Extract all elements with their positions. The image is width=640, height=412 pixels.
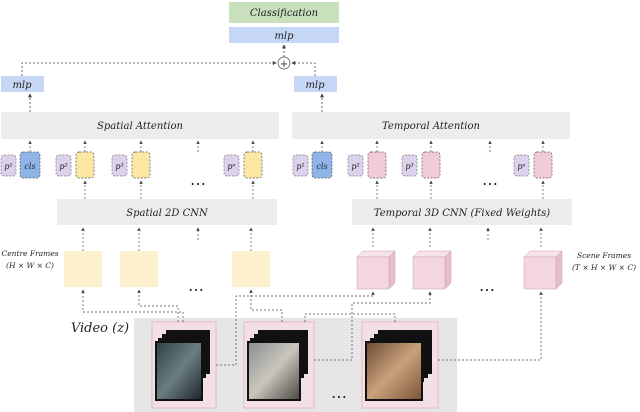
video-clip-ellipsis: … [331, 383, 347, 402]
video-connectors [81, 289, 543, 366]
spatial-pos-token-1-label: p¹ [4, 162, 12, 171]
centre-frames-dims: (H × W × C) [6, 261, 54, 270]
temporal-pos-token-1-label: p¹ [296, 162, 304, 171]
mlp-top-label: mlp [274, 31, 294, 42]
temporal-attention-bar [292, 112, 570, 139]
temporal-cnn-label: Temporal 3D CNN (Fixed Weights) [374, 208, 550, 219]
video-clip-2 [243, 321, 315, 409]
left-mlp-to-sum-line [21, 61, 277, 76]
spatial-cnn-label: Spatial 2D CNN [126, 208, 209, 219]
temporal-cls-token-label: cls [316, 162, 327, 171]
conn-v6 [438, 291, 543, 361]
spatial-pos-token-n [223, 154, 240, 177]
spatial-attention-label: Spatial Attention [97, 121, 183, 132]
temporal-token-ellipsis: … [482, 170, 498, 189]
mlp-right-box [294, 76, 337, 92]
mlp-right-label: mlp [305, 80, 325, 91]
spatial-token-arrows [28, 140, 255, 152]
spatial-cls-token-label: cls [24, 162, 35, 171]
temporal-patch-token-2 [367, 151, 387, 179]
video-clip-n [361, 321, 439, 409]
conn-v7 [304, 313, 396, 322]
scene-cube-2 [412, 250, 452, 290]
centre-frame-1 [64, 251, 102, 287]
temporal-pos-token-1 [292, 154, 309, 177]
spatial-pos-token-2-label: p² [59, 162, 67, 171]
spatial-patch-token-n [243, 151, 263, 179]
classification-box [229, 2, 339, 23]
spatial-pos-token-2 [55, 154, 72, 177]
temporal-token-group: p¹ cls p² p³ … pⁿ [292, 151, 553, 189]
right-mlp-to-sum-line [291, 61, 316, 76]
spatial-pos-token-1 [0, 154, 17, 177]
spatial-attention-bar [1, 112, 279, 139]
conn-v4 [216, 291, 375, 366]
conn-v2 [137, 289, 179, 322]
temporal-pos-token-3 [401, 154, 418, 177]
classification-label: Classification [250, 8, 318, 19]
conn-v3 [249, 289, 283, 322]
temporal-attention-label: Temporal Attention [382, 121, 480, 132]
temporal-patch-token-n [533, 151, 553, 179]
conn-v5 [314, 291, 432, 361]
video-label: Video (z) [71, 321, 129, 336]
spatial-pos-token-n-label: pⁿ [227, 162, 235, 171]
spatial-pos-token-3-label: p³ [115, 162, 123, 171]
mlp-top-box [229, 27, 339, 43]
mlp-left-label: mlp [12, 80, 32, 91]
temporal-pos-token-n [513, 154, 530, 177]
spatial-token-group: p¹ cls p² p³ … pⁿ [0, 151, 263, 189]
spatial-patch-token-3 [131, 151, 151, 179]
centre-frame-n [232, 251, 270, 287]
temporal-cnn-bar [352, 199, 572, 225]
spatial-patch-token-2 [75, 151, 95, 179]
scene-frames-label: Scene Frames [577, 251, 631, 260]
temporal-pos-token-n-label: pⁿ [517, 162, 525, 171]
frame-to-cnn-arrows [81, 227, 543, 251]
scene-cube-ellipsis: … [479, 276, 495, 295]
mlp-left-box [1, 76, 44, 92]
temporal-pos-token-2 [347, 154, 364, 177]
scene-cube-1 [356, 250, 396, 290]
sum-symbol: + [280, 59, 288, 70]
cnn-to-token-arrows [83, 180, 545, 199]
spatial-token-ellipsis: … [190, 170, 206, 189]
conn-v1 [81, 289, 184, 322]
temporal-pos-token-3-label: p³ [405, 162, 413, 171]
video-clip-1 [151, 321, 217, 409]
scene-frames-dims: (T × H × W × C) [572, 263, 636, 272]
spatial-cnn-bar [57, 199, 277, 225]
centre-frame-ellipsis: … [188, 276, 204, 295]
temporal-patch-token-3 [421, 151, 441, 179]
centre-frames-label: Centre Frames [1, 249, 58, 258]
temporal-pos-token-2-label: p² [351, 162, 359, 171]
centre-frame-2 [120, 251, 158, 287]
spatial-pos-token-3 [111, 154, 128, 177]
scene-cube-n [523, 250, 563, 290]
temporal-token-arrows [320, 140, 545, 152]
